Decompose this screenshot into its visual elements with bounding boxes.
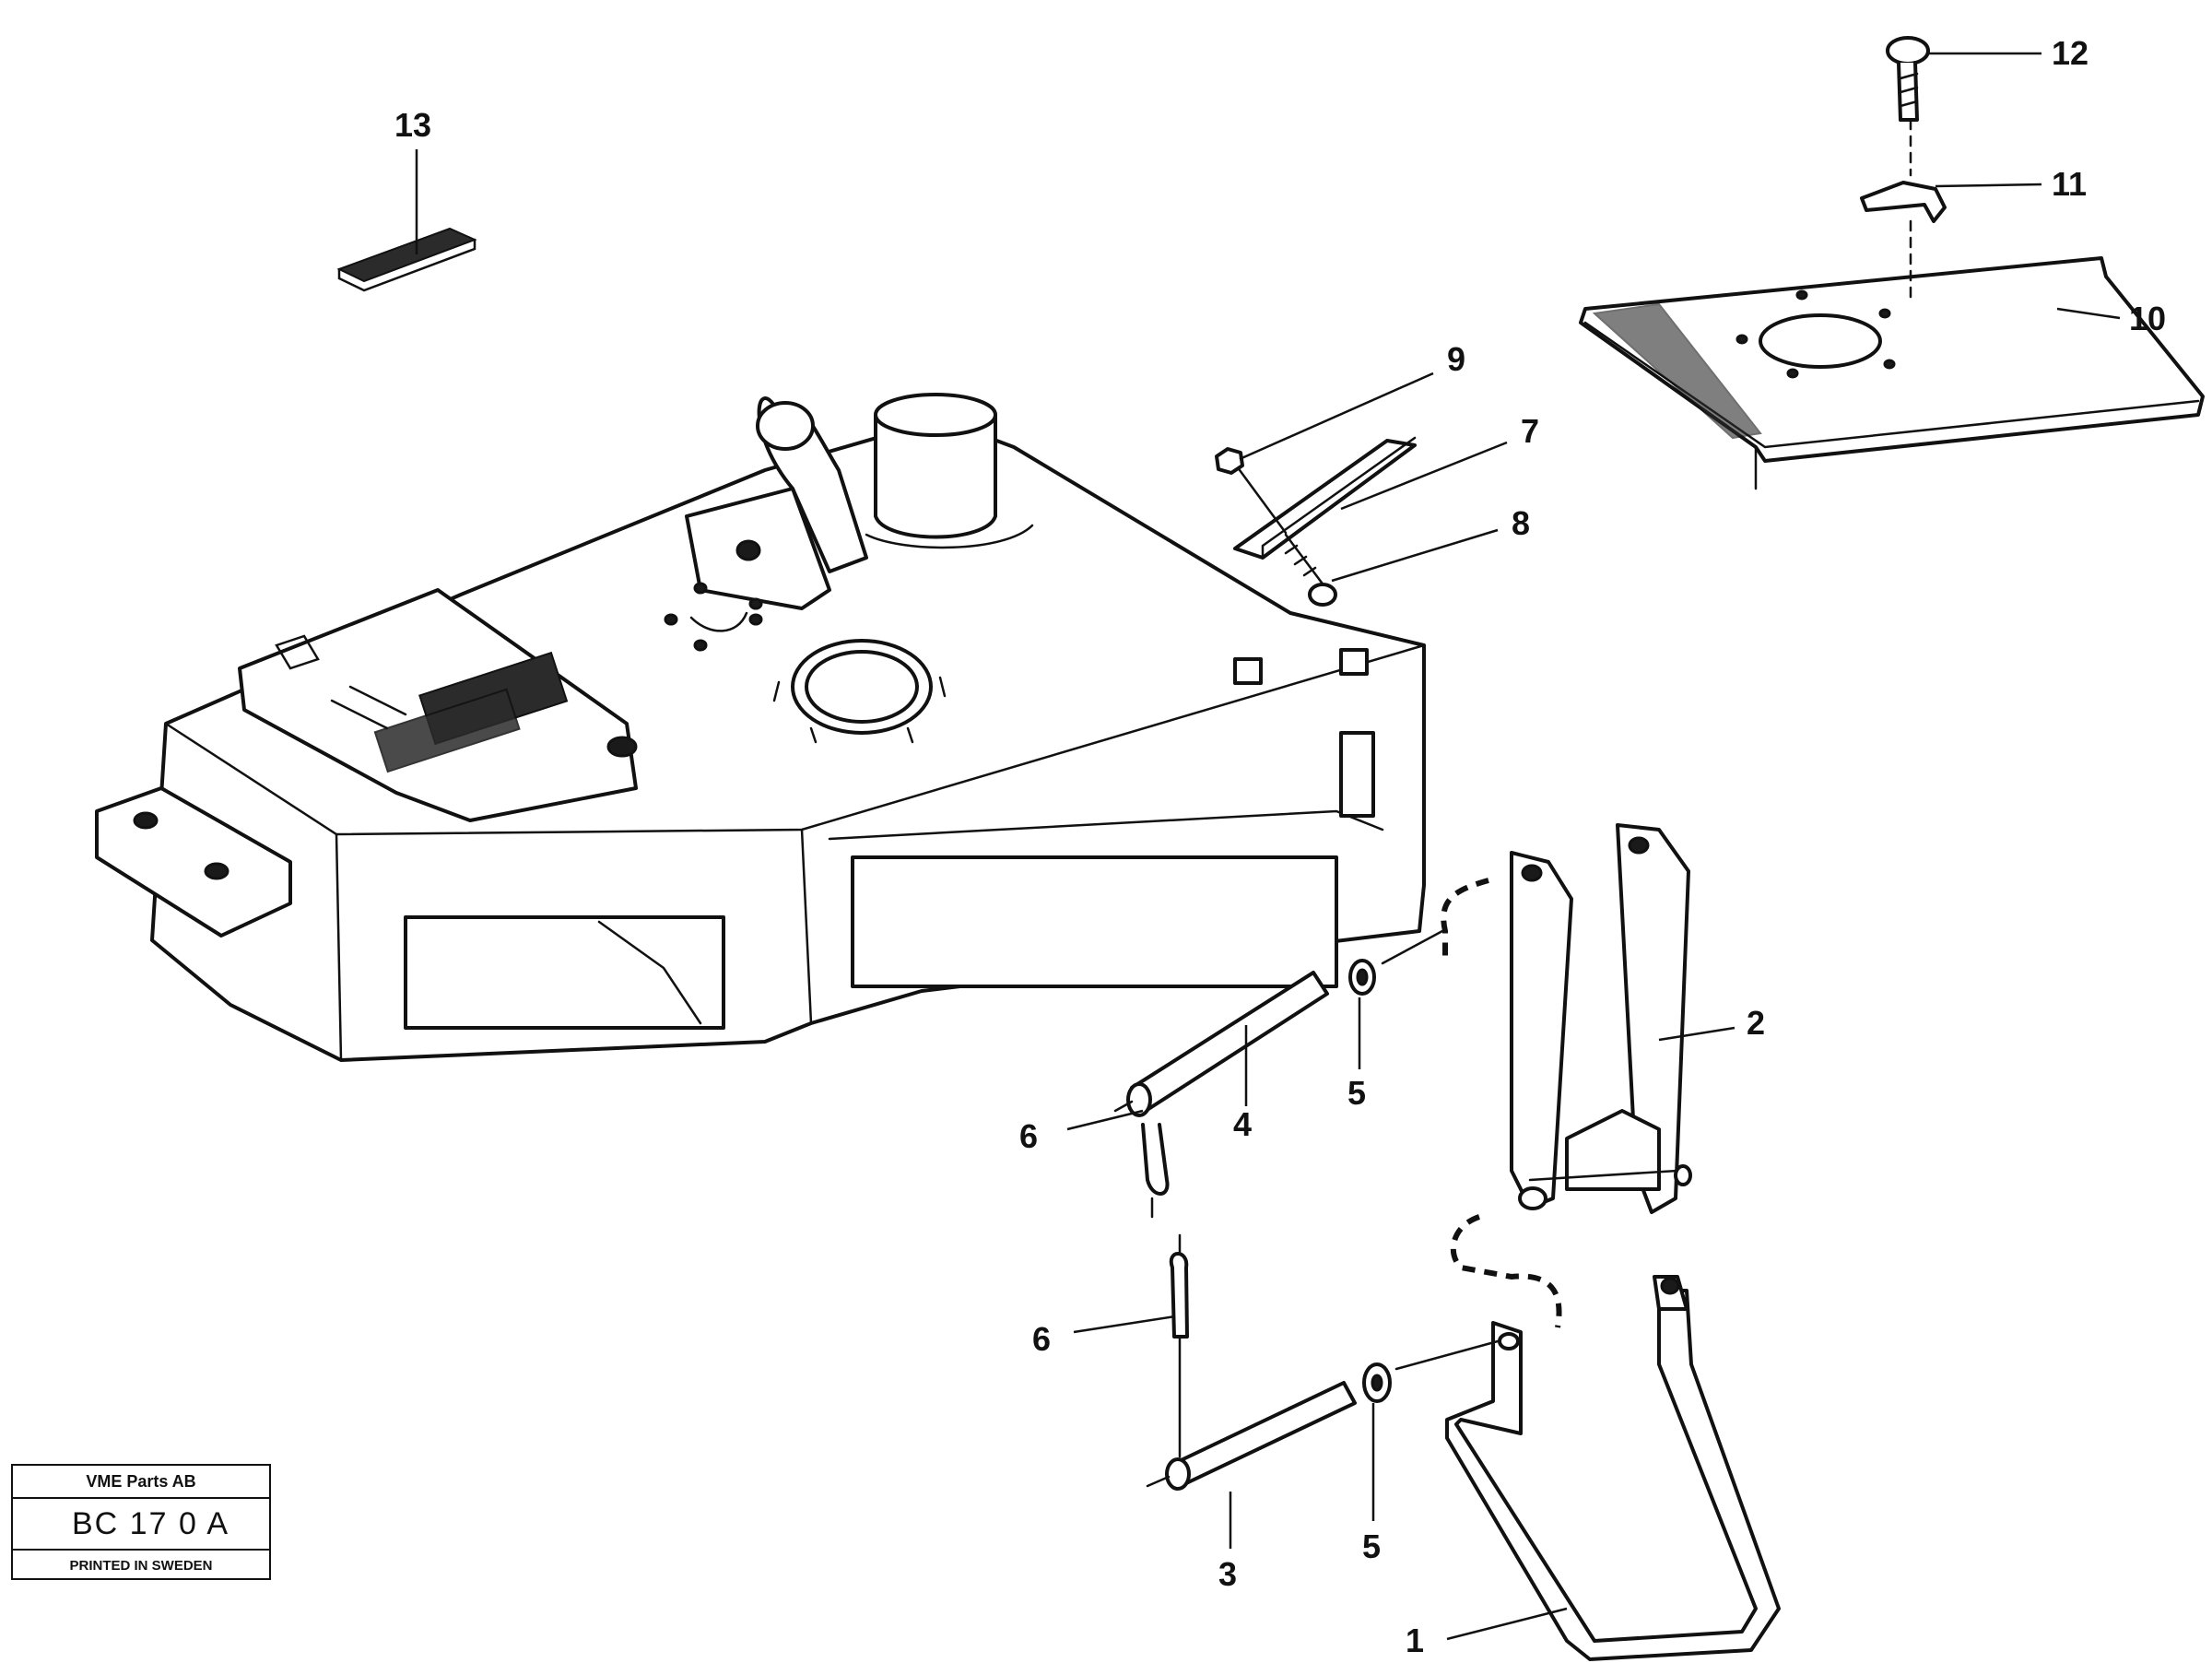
part-5-washer-upper xyxy=(1348,929,1444,996)
callout-9: 9 xyxy=(1447,340,1465,378)
callout-5-upper: 5 xyxy=(1347,1074,1366,1112)
title-block: VME Parts AB BC 17 0 A PRINTED IN SWEDEN xyxy=(11,1464,271,1580)
callout-6-upper: 6 xyxy=(1019,1117,1038,1155)
callout-13: 13 xyxy=(394,106,431,144)
callout-11: 11 xyxy=(2052,165,2087,203)
leader-lines xyxy=(415,52,2121,1641)
part-13-pad xyxy=(336,227,477,292)
callout-1: 1 xyxy=(1406,1622,1424,1659)
callout-8: 8 xyxy=(1512,504,1530,542)
part-3-pin xyxy=(1146,1381,1357,1491)
main-frame-body xyxy=(95,393,1426,1062)
callout-10: 10 xyxy=(2129,300,2166,337)
callout-4: 4 xyxy=(1233,1105,1252,1143)
part-1-step xyxy=(1445,1275,1781,1661)
callout-6-lower: 6 xyxy=(1032,1320,1051,1358)
part-5-washer-lower xyxy=(1362,1339,1500,1403)
part-7-plate xyxy=(1233,436,1417,560)
chain-link-middle xyxy=(1450,1214,1562,1328)
title-block-printed-note: PRINTED IN SWEDEN xyxy=(69,1558,213,1574)
part-10-cover-plate xyxy=(1579,256,2205,490)
callout-2: 2 xyxy=(1747,1004,1765,1042)
part-12-screw xyxy=(1886,36,1930,306)
title-block-company: VME Parts AB xyxy=(13,1466,269,1499)
part-6-split-pin-upper xyxy=(1141,1123,1170,1219)
callout-3: 3 xyxy=(1218,1555,1237,1593)
callout-12: 12 xyxy=(2052,34,2088,72)
part-2-step-bracket xyxy=(1510,823,1692,1214)
callout-labels: 1 2 3 4 5 5 6 6 7 8 9 10 11 12 13 xyxy=(394,34,2166,1659)
callout-7: 7 xyxy=(1521,412,1539,450)
part-4-pin xyxy=(1113,971,1329,1117)
title-block-drawing-code: BC 17 0 A xyxy=(13,1499,269,1551)
part-6-split-pin-lower xyxy=(1169,1233,1189,1458)
part-11-clip xyxy=(1860,181,1947,223)
chain-link-upper xyxy=(1441,878,1489,959)
part-8-bolt xyxy=(1284,533,1337,607)
part-9-nut xyxy=(1215,447,1288,535)
callout-5-lower: 5 xyxy=(1362,1527,1381,1565)
